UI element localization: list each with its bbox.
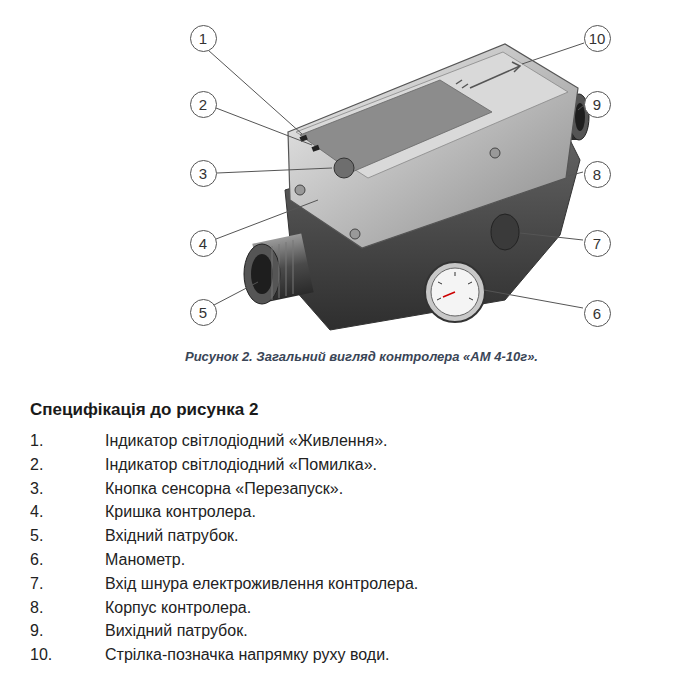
callout-circle: 4 — [190, 230, 217, 257]
figure-caption: Рисунок 2. Загальний вигляд контролера «… — [185, 349, 538, 365]
list-number: 7. — [30, 574, 43, 593]
callout-number: 4 — [199, 236, 207, 251]
callout-circle: 6 — [584, 300, 611, 327]
callout-number: 9 — [593, 97, 601, 112]
list-text: Кнопка сенсорна «Перезапуск». — [105, 479, 343, 498]
lid-top-face — [296, 52, 568, 178]
list-number: 1. — [30, 431, 43, 450]
callout-circle: 2 — [190, 91, 217, 118]
gauge-needle — [443, 292, 455, 297]
callout-number: 8 — [593, 167, 601, 182]
callout-circle: 9 — [584, 91, 611, 118]
callout-number: 2 — [199, 97, 207, 112]
cord-entry — [491, 214, 519, 250]
list-text: Вихідний патрубок. — [105, 621, 248, 640]
list-number: 10. — [30, 645, 52, 664]
list-text: Індикатор світлодіодний «Живлення». — [105, 431, 388, 450]
callout-number: 6 — [593, 306, 601, 321]
callout-number: 1 — [199, 31, 207, 46]
callout-number: 7 — [593, 236, 601, 251]
callout-number: 5 — [199, 305, 207, 320]
list-text: Корпус контролера. — [105, 598, 251, 617]
list-text: Індикатор світлодіодний «Помилка». — [105, 455, 377, 474]
gauge-face — [431, 268, 479, 316]
gauge-scale — [437, 272, 473, 300]
list-text: Вхід шнура електроживлення контролера. — [105, 574, 418, 593]
section-heading: Специфікація до рисунка 2 — [30, 400, 258, 420]
callout-circle: 7 — [584, 230, 611, 257]
callout-circle: 1 — [190, 25, 217, 52]
list-number: 4. — [30, 502, 43, 521]
flow-arrow — [456, 62, 520, 88]
screw — [350, 229, 360, 239]
callout-circle: 3 — [190, 160, 217, 187]
restart-button — [334, 158, 354, 178]
inlet-pipe-end — [244, 244, 280, 304]
callout-circle: 10 — [584, 25, 611, 52]
pressure-gauge — [425, 262, 485, 322]
list-text: Манометр. — [105, 550, 185, 569]
callout-circle: 5 — [190, 299, 217, 326]
list-number: 6. — [30, 550, 43, 569]
callout-number: 3 — [199, 166, 207, 181]
list-text: Вхідний патрубок. — [105, 526, 238, 545]
leader-lines — [208, 43, 584, 308]
list-number: 9. — [30, 621, 43, 640]
list-number: 3. — [30, 479, 43, 498]
list-text: Стрілка-позначка напрямку руху води. — [105, 645, 390, 664]
callout-number: 10 — [589, 31, 606, 46]
list-text: Кришка контролера. — [105, 502, 256, 521]
list-number: 2. — [30, 455, 43, 474]
list-number: 8. — [30, 598, 43, 617]
screw — [295, 185, 305, 195]
lid-label-panel — [300, 80, 492, 172]
screw — [490, 148, 500, 158]
list-number: 5. — [30, 526, 43, 545]
controller-lid — [288, 44, 578, 248]
inlet-thread — [272, 240, 293, 300]
inlet-pipe-bore — [251, 254, 273, 294]
callout-circle: 8 — [584, 161, 611, 188]
error-led — [311, 145, 319, 152]
